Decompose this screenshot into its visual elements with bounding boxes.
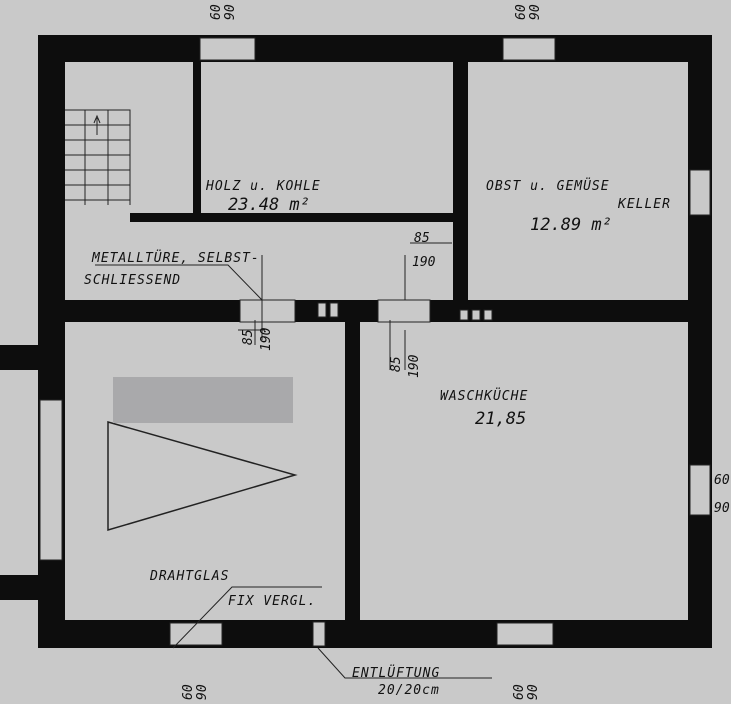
door-height: 190 [407, 354, 422, 378]
window-height: 90 [526, 684, 541, 700]
room-area-wasch: 21,85 [475, 409, 526, 429]
room-area-holz: 23.48 m² [228, 195, 310, 215]
triangle-symbol [107, 421, 298, 532]
vent-opening [312, 621, 326, 647]
stairs-icon [65, 109, 131, 205]
window-right-lower [689, 464, 711, 516]
note-metalltuer: METALLTÜRE, SELBST- [91, 249, 260, 266]
openings [39, 37, 711, 647]
note-fix-vergl: FIX VERGL. [228, 594, 316, 609]
room-name-obst: OBST u. GEMÜSE [486, 177, 610, 194]
note-drahtglas: DRAHTGLAS [149, 569, 229, 584]
window-height: 90 [714, 501, 730, 516]
door-width: 85 [241, 329, 256, 345]
door-width: 85 [389, 356, 404, 372]
redaction-box [113, 377, 293, 423]
walls [0, 35, 712, 648]
window-right-upper [689, 169, 711, 216]
window-height: 90 [223, 4, 238, 20]
room-name-holz: HOLZ u. KOHLE [205, 179, 321, 194]
window-height: 90 [528, 4, 543, 20]
room-area-obst: 12.89 m² [530, 215, 612, 235]
window-top-right [502, 37, 556, 61]
window-width: 60 [209, 4, 224, 20]
window-bottom-left [169, 622, 223, 646]
window-bottom-right [496, 622, 554, 646]
note-entlueftung: ENTLÜFTUNG [352, 664, 440, 681]
door-height: 190 [412, 255, 436, 270]
window-height: 90 [195, 684, 210, 700]
room-name-keller: KELLER [617, 197, 671, 212]
note-schliessend: SCHLIESSEND [84, 273, 181, 288]
window-width: 60 [512, 684, 527, 700]
note-entlueftung-size: 20/20cm [378, 683, 440, 698]
door-width: 85 [414, 231, 430, 246]
window-left [39, 399, 63, 561]
door-height: 190 [259, 327, 274, 351]
window-width: 60 [514, 4, 529, 20]
leader-lines [95, 242, 492, 679]
window-top-left [199, 37, 256, 61]
window-width: 60 [181, 684, 196, 700]
window-width: 60 [714, 473, 730, 488]
room-name-wasch: WASCHKÜCHE [440, 387, 528, 404]
